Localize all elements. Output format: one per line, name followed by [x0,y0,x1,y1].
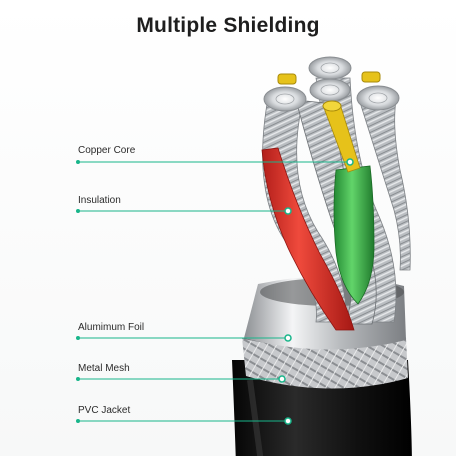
copper-core-tip [361,71,381,83]
green-wire-shape [333,165,375,305]
aluminum-foil-label: Alumimum Foil [78,322,145,333]
pvc-jacket-label: PVC Jacket [78,405,131,416]
insulation-label: Insulation [78,195,121,206]
leader-start-dot [76,160,80,164]
copper-core-label: Copper Core [78,145,136,156]
leader-lines [78,158,354,425]
leader-start-dot [76,209,80,213]
leader-start-dot [76,336,80,340]
metal-mesh-label: Metal Mesh [78,363,130,374]
leader-start-dot [76,377,80,381]
strand-bundle [357,95,411,271]
red-wire-shape [261,147,355,331]
leader-start-dot [76,419,80,423]
page-title: Multiple Shielding [136,14,320,37]
copper-core-tip [277,73,297,85]
